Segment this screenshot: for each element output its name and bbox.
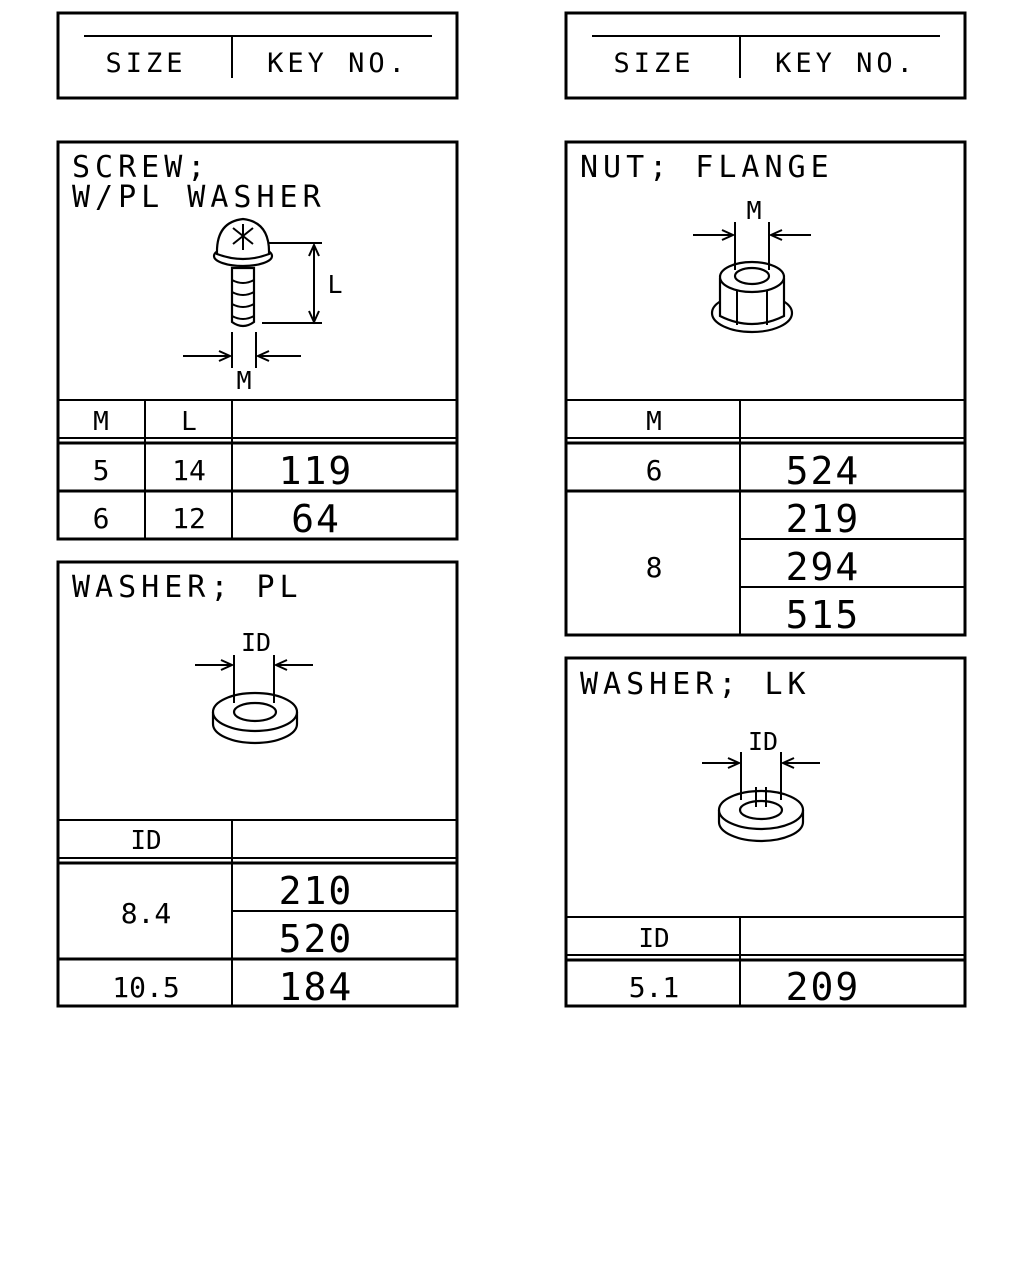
table-row: 10.5 184 [112, 965, 354, 1009]
size-id-value: 10.5 [112, 971, 179, 1004]
column-header-id: ID [638, 924, 669, 954]
column-header-l: L [181, 407, 197, 437]
size-id-value: 8.4 [121, 897, 172, 930]
size-m-value: 8 [646, 551, 663, 584]
key-number: 294 [786, 545, 861, 589]
washer-lk-panel: WASHER; LK ID ID 5.1 209 [564, 656, 967, 1009]
flat-washer-icon [211, 691, 299, 745]
key-number: 219 [786, 497, 861, 541]
inner-diameter-dimension: ID [702, 727, 820, 800]
screw-title-line1: SCREW; [72, 150, 210, 185]
key-number: 524 [786, 449, 861, 493]
table-row: 6 12 64 [93, 497, 341, 541]
key-number: 520 [279, 917, 354, 961]
size-id-value: 5.1 [629, 971, 680, 1004]
table-row: 8.4 210 520 [121, 869, 354, 961]
size-l-value: 12 [172, 502, 206, 535]
screw-panel: SCREW; W/PL WASHER L [56, 140, 459, 541]
nut-flange-panel: NUT; FLANGE M M 6 524 [564, 140, 967, 637]
key-number: 209 [786, 965, 861, 1009]
column-header-m: M [646, 407, 662, 437]
header-left: SIZE KEY NO. [56, 11, 459, 100]
table-row: 5.1 209 [629, 965, 861, 1009]
inner-diameter-label: ID [241, 628, 271, 657]
size-header-label: SIZE [613, 48, 694, 79]
screw-title-line2: W/PL WASHER [72, 180, 326, 215]
key-number: 515 [786, 593, 861, 637]
column-header-id: ID [130, 826, 161, 856]
washer-lk-title: WASHER; LK [580, 667, 811, 702]
screw-icon [212, 217, 274, 328]
diameter-label: M [236, 366, 251, 395]
thread-size-dimension: M [693, 196, 811, 270]
diameter-dimension: M [183, 332, 301, 395]
key-number: 64 [291, 497, 341, 541]
table-row: 8 219 294 515 [646, 497, 861, 637]
flange-nut-icon [710, 260, 794, 334]
length-dimension: L [262, 242, 343, 325]
size-header-label: SIZE [105, 48, 186, 79]
length-label: L [327, 270, 342, 299]
washer-pl-panel: WASHER; PL ID ID 8.4 210 520 10.5 [56, 560, 459, 1009]
thread-size-label: M [746, 196, 761, 225]
size-l-value: 14 [172, 454, 206, 487]
inner-diameter-dimension: ID [195, 628, 313, 703]
size-m-value: 5 [93, 454, 110, 487]
key-number: 184 [279, 965, 354, 1009]
washer-pl-title: WASHER; PL [72, 570, 303, 605]
key-number: 210 [279, 869, 354, 913]
key-no-header-label: KEY NO. [775, 48, 917, 79]
key-no-header-label: KEY NO. [267, 48, 409, 79]
lock-washer-icon [717, 787, 805, 843]
key-number: 119 [279, 449, 354, 493]
column-header-m: M [93, 407, 109, 437]
table-row: 6 524 [646, 449, 861, 493]
size-m-value: 6 [646, 454, 663, 487]
size-m-value: 6 [93, 502, 110, 535]
header-right: SIZE KEY NO. [564, 11, 967, 100]
table-row: 5 14 119 [93, 449, 354, 493]
inner-diameter-label: ID [748, 727, 778, 756]
nut-flange-title: NUT; FLANGE [580, 150, 834, 185]
